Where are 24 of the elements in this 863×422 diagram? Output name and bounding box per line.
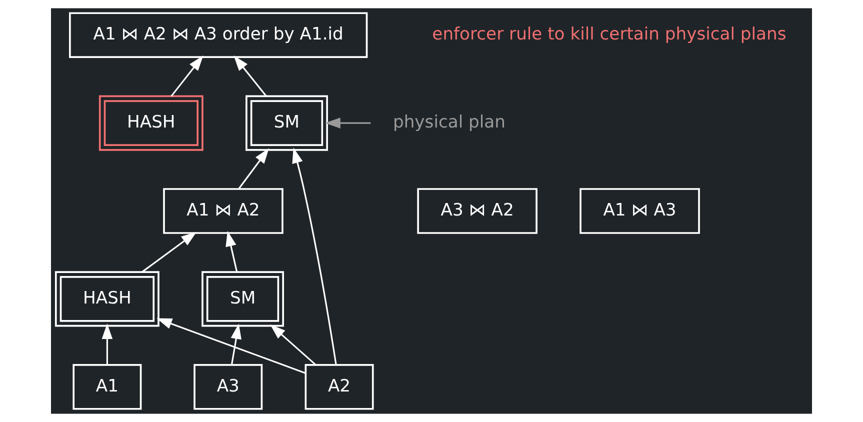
arrow — [292, 148, 337, 366]
node-box: HASH — [54, 271, 160, 327]
node-box: A1 ⋈ A2 — [163, 188, 284, 234]
node-box: A1 — [72, 364, 142, 410]
node-box: A3 ⋈ A2 — [417, 188, 538, 234]
node-box: A2 — [304, 364, 374, 410]
node-box: A1 ⋈ A3 — [580, 188, 700, 234]
arrow — [238, 148, 270, 190]
arrow — [170, 55, 204, 97]
arrow — [324, 118, 371, 128]
arrow — [142, 232, 197, 273]
node-box: A3 — [194, 364, 263, 410]
node-box: SM — [246, 95, 328, 151]
arrow — [156, 318, 306, 374]
node-box: HASH — [98, 95, 204, 151]
node-box: SM — [202, 271, 284, 327]
node-text: physical plan — [393, 112, 506, 133]
node-box: A1 ⋈ A2 ⋈ A3 order by A1.id — [69, 12, 368, 58]
arrow — [234, 55, 267, 97]
arrow — [102, 324, 113, 365]
arrow — [230, 324, 242, 365]
arrow — [270, 324, 316, 366]
label: enforcer rule to kill certain physical plans — [432, 24, 786, 45]
arrow — [226, 230, 238, 272]
